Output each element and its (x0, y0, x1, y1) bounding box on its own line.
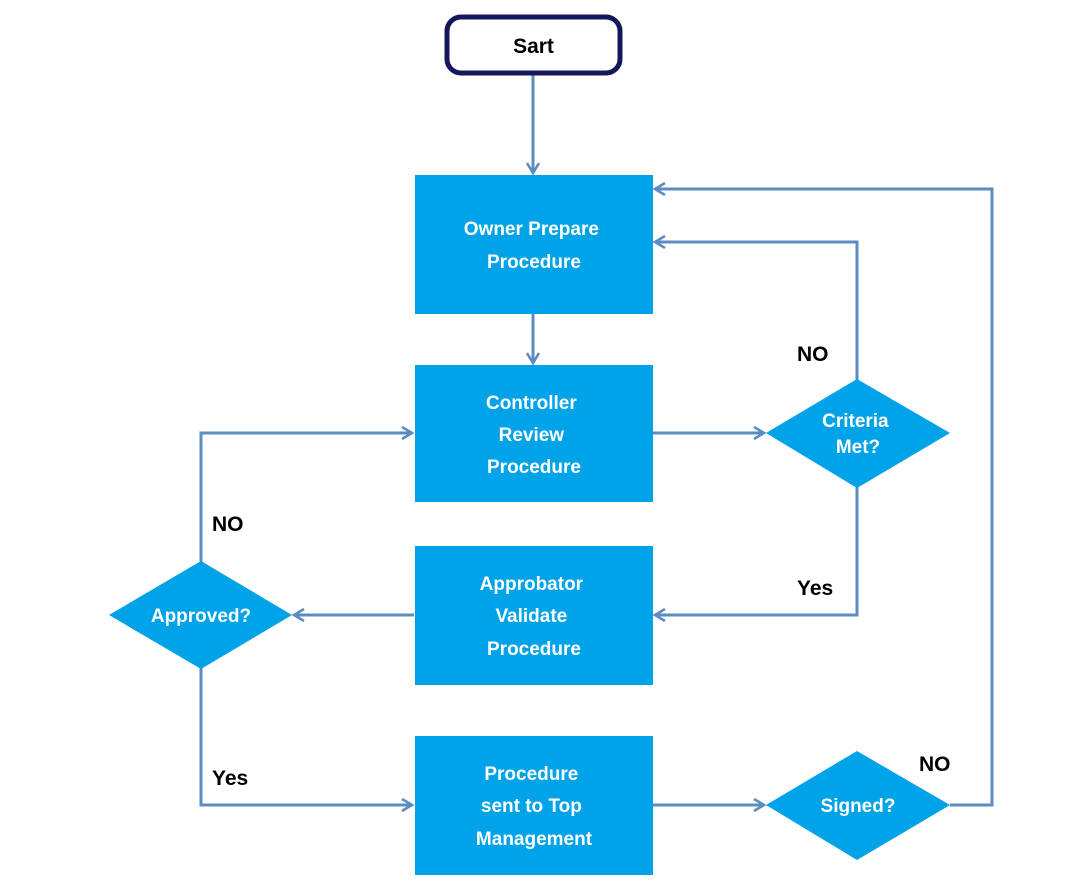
svg-text:Procedure sent to Top: Procedure sent to Top Management (476, 764, 593, 850)
edge-label-criteria-yes: Yes (797, 577, 833, 600)
connector-criteria-yes-to-approbator-validate (655, 487, 859, 615)
edge-label-signed-no: NO (919, 753, 951, 776)
process-controller-review-line-1: Controller (486, 393, 577, 414)
process-sent-to-management: Procedure sent to Top Management (415, 736, 653, 875)
connectors (199, 74, 994, 807)
svg-text:Signed?: Signed? (821, 796, 896, 817)
process-approbator-validate-box (415, 546, 653, 685)
process-owner-prepare-line-1: Owner Prepare (464, 219, 599, 240)
decision-approved-diamond (109, 561, 292, 669)
svg-text:Criteria Met?: Criteria Met? (822, 411, 894, 458)
svg-text:Approbator Validate: Approbator Validate Procedure (480, 574, 589, 660)
process-approbator-validate-line-2: Validate (495, 606, 567, 627)
process-controller-review: Controller Review Procedure (415, 365, 653, 502)
process-approbator-validate-line-1: Approbator (480, 574, 584, 595)
edge-label-approved-no: NO (212, 513, 244, 536)
decision-criteria-met-line-1: Criteria (822, 411, 889, 432)
decision-criteria-met: Criteria Met? (766, 379, 950, 488)
process-sent-to-management-line-3: Management (476, 829, 593, 850)
svg-text:Controller Review: Controller Review Procedure (486, 393, 582, 478)
decision-criteria-met-diamond (766, 379, 950, 488)
start-terminal-shape (444, 14, 623, 76)
process-owner-prepare-box (415, 175, 653, 314)
process-controller-review-box (415, 365, 653, 502)
process-owner-prepare: Owner Prepare Procedure (415, 175, 653, 314)
svg-text:Approved?: Approved? (151, 606, 251, 627)
decision-signed-line-1: Signed? (821, 796, 896, 817)
start-label: Sart (513, 35, 554, 58)
edge-label-approved-yes: Yes (212, 767, 248, 790)
process-sent-to-management-line-2: sent to Top (481, 796, 582, 817)
process-owner-prepare-line-2: Procedure (487, 252, 581, 273)
process-controller-review-line-3: Procedure (487, 457, 581, 478)
connector-signed-no-to-owner-prepare (655, 189, 994, 807)
decision-criteria-met-line-2: Met? (836, 437, 880, 458)
connector-approved-yes-to-sent-to-management (199, 668, 412, 805)
decision-signed: Signed? (766, 751, 950, 860)
edge-label-criteria-no: NO (797, 343, 829, 366)
process-sent-to-management-box (415, 736, 653, 875)
process-sent-to-management-line-1: Procedure (484, 764, 578, 785)
process-controller-review-line-2: Review (499, 425, 565, 446)
connector-approved-no-to-controller-review (199, 433, 412, 562)
decision-signed-diamond (766, 751, 950, 860)
decision-approved: Approved? (109, 561, 292, 669)
svg-text:Owner Prepare Procedure: Owner Prepare Procedure (464, 219, 604, 273)
process-approbator-validate: Approbator Validate Procedure (415, 546, 653, 685)
start-node: Sart (444, 14, 623, 76)
process-approbator-validate-line-3: Procedure (487, 639, 581, 660)
decision-approved-line-1: Approved? (151, 606, 251, 627)
connector-criteria-no-to-owner-prepare (655, 242, 859, 380)
